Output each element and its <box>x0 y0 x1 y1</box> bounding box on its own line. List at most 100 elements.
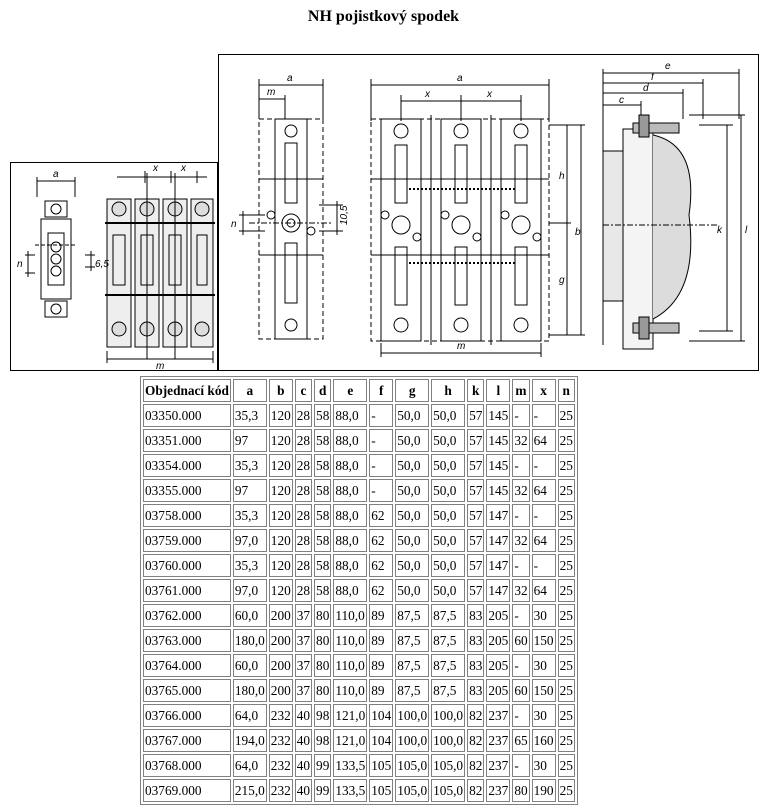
table-cell: 80 <box>314 654 332 677</box>
table-cell: 35,3 <box>232 454 267 477</box>
table-cell: 25 <box>557 404 575 427</box>
table-cell: 03763.000 <box>143 629 231 652</box>
table-cell: 50,0 <box>395 454 430 477</box>
table-cell: - <box>512 504 530 527</box>
table-cell: 62 <box>369 579 394 602</box>
table-cell: 120 <box>268 479 293 502</box>
table-cell: 57 <box>467 429 485 452</box>
table-cell: 215,0 <box>232 779 267 802</box>
table-cell: 82 <box>467 754 485 777</box>
table-cell: 50,0 <box>431 504 466 527</box>
table-cell: 58 <box>314 404 332 427</box>
table-cell: 237 <box>486 729 511 752</box>
table-cell: 25 <box>557 429 575 452</box>
table-cell: 145 <box>486 404 511 427</box>
table-cell: 232 <box>268 754 293 777</box>
table-cell: 87,5 <box>431 629 466 652</box>
table-cell: 105,0 <box>431 779 466 802</box>
table-cell: 237 <box>486 779 511 802</box>
column-header: Objednací kód <box>143 379 231 402</box>
table-cell: 147 <box>486 554 511 577</box>
table-cell: 50,0 <box>395 554 430 577</box>
table-cell: 87,5 <box>395 654 430 677</box>
table-cell: 64,0 <box>232 704 267 727</box>
table-cell: 32 <box>512 579 530 602</box>
table-cell: 232 <box>268 729 293 752</box>
table-cell: 105,0 <box>431 754 466 777</box>
fuse-base-sketch: a n 6,5 x x m <box>17 163 215 370</box>
table-cell: 35,3 <box>232 504 267 527</box>
dim-label-m: m <box>156 361 164 370</box>
table-cell: 87,5 <box>395 629 430 652</box>
table-cell: 99 <box>314 754 332 777</box>
table-cell: 57 <box>467 579 485 602</box>
table-cell: 200 <box>268 629 293 652</box>
table-cell: 25 <box>557 579 575 602</box>
dim-label-x-1: x <box>152 163 159 174</box>
dim-label-l: l <box>745 225 748 236</box>
table-cell: 133,5 <box>333 779 368 802</box>
column-header: k <box>467 379 485 402</box>
table-cell: 110,0 <box>333 679 368 702</box>
table-cell: - <box>512 604 530 627</box>
table-cell: 237 <box>486 704 511 727</box>
table-cell: 40 <box>294 779 313 802</box>
dim-label-b: b <box>575 227 581 238</box>
table-cell: 97,0 <box>232 579 267 602</box>
column-header: e <box>333 379 368 402</box>
table-cell: 64 <box>531 579 556 602</box>
table-cell: 32 <box>512 479 530 502</box>
table-cell: 100,0 <box>431 704 466 727</box>
column-header: l <box>486 379 511 402</box>
table-cell: 03758.000 <box>143 504 231 527</box>
table-cell: 64,0 <box>232 754 267 777</box>
table-cell: 25 <box>557 729 575 752</box>
table-cell: 58 <box>314 429 332 452</box>
table-cell: 121,0 <box>333 704 368 727</box>
table-cell: - <box>512 404 530 427</box>
table-cell: 62 <box>369 529 394 552</box>
table-cell: 50,0 <box>395 529 430 552</box>
column-header: b <box>268 379 293 402</box>
column-header: h <box>431 379 466 402</box>
table-cell: 30 <box>531 654 556 677</box>
table-cell: 88,0 <box>333 529 368 552</box>
table-cell: 50,0 <box>431 404 466 427</box>
table-cell: 80 <box>314 604 332 627</box>
table-cell: 03766.000 <box>143 704 231 727</box>
table-cell: 37 <box>294 604 313 627</box>
table-cell: 30 <box>531 604 556 627</box>
table-cell: 87,5 <box>395 604 430 627</box>
table-cell: 25 <box>557 704 575 727</box>
dim-label-6-5: 6,5 <box>95 259 109 270</box>
table-cell: 50,0 <box>431 529 466 552</box>
table-cell: 57 <box>467 529 485 552</box>
table-cell: 147 <box>486 529 511 552</box>
table-cell: 58 <box>314 504 332 527</box>
table-cell: 28 <box>294 504 313 527</box>
table-cell: 64 <box>531 479 556 502</box>
table-cell: 200 <box>268 679 293 702</box>
page-title: NH pojistkový spodek <box>307 8 460 25</box>
table-cell: 205 <box>486 629 511 652</box>
table-cell: 190 <box>531 779 556 802</box>
technical-drawing: a m n 10,5 a x x h b g m e f d c k l <box>218 54 759 371</box>
table-cell: 83 <box>467 654 485 677</box>
table-cell: 37 <box>294 679 313 702</box>
table-cell: 205 <box>486 604 511 627</box>
table-cell: 97 <box>232 479 267 502</box>
column-header: n <box>557 379 575 402</box>
table-cell: 25 <box>557 654 575 677</box>
dim-label-10-5: 10,5 <box>339 205 350 225</box>
table-cell: 104 <box>369 704 394 727</box>
